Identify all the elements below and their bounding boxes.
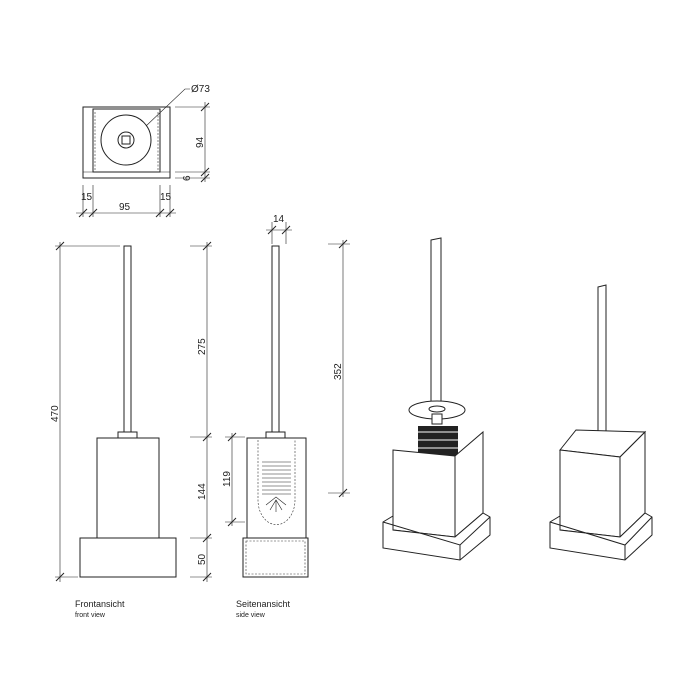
front-view-title: Frontansicht [75,599,125,609]
dim-total-height: 470 [50,405,61,422]
dim-top-side-right: 15 [160,192,172,203]
brush-bristles-icon [262,461,291,512]
dim-rod-width: 14 [273,214,285,225]
side-view: 14 119 352 Seitenansicht side view [222,214,350,619]
side-view-title: Seitenansicht [236,599,291,609]
top-view: Ø73 94 6 15 95 15 [76,84,210,218]
side-view-subtitle: side view [236,612,266,619]
dim-base-height: 50 [197,553,208,565]
dim-diameter: Ø73 [191,84,210,95]
perspective-view-brush-out [382,237,491,561]
dim-top-side-left: 15 [81,192,93,203]
dim-top-depth: 94 [195,136,206,148]
front-view-subtitle: front view [75,612,106,619]
dim-brush-height: 119 [222,471,233,487]
dim-brush-total: 352 [333,363,344,380]
dim-top-width: 95 [119,202,131,213]
dim-body-height: 144 [197,483,208,500]
perspective-view-assembled [549,284,653,561]
front-view: 470 275 144 50 Frontansicht front view [50,241,212,619]
dim-rod-height: 275 [197,338,208,355]
dim-top-base: 6 [182,175,193,181]
